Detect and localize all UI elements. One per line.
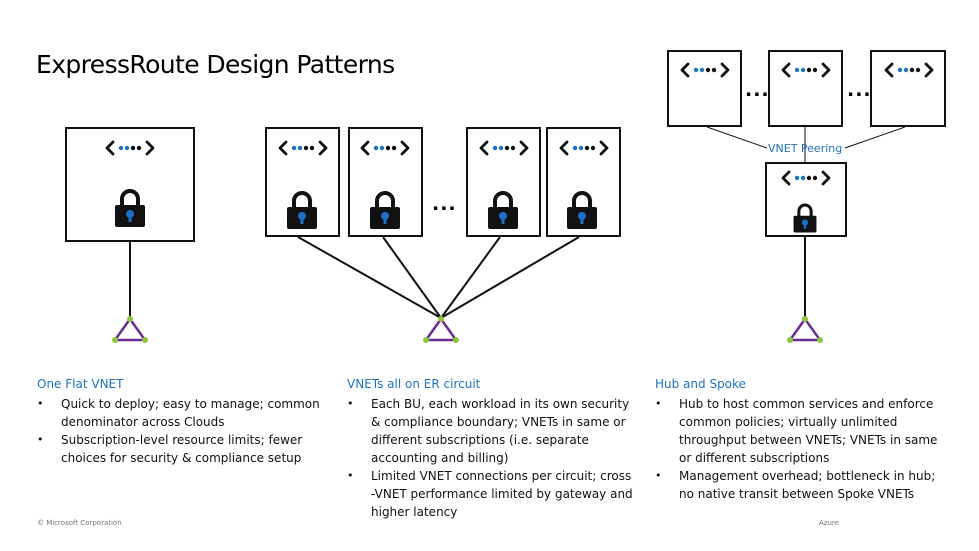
spoke-vnet-box-2 <box>768 50 843 127</box>
hub-spoke-heading: Hub and Spoke <box>655 377 746 391</box>
vnet-brackets-icon <box>559 140 609 156</box>
bullet-item: Hub to host common services and enforce … <box>655 395 945 467</box>
padlock-icon <box>287 191 317 229</box>
expressroute-circuit-icon <box>112 316 148 343</box>
er-vnet-box-2 <box>348 127 423 237</box>
er-circuit-bullets: Each BU, each workload in its own securi… <box>347 395 639 521</box>
er-ellipsis: ... <box>432 193 457 215</box>
bullet-item: Management overhead; bottleneck in hub; … <box>655 467 945 503</box>
vnet-brackets-icon <box>105 140 155 156</box>
spoke-vnet-box-1 <box>667 50 742 127</box>
spoke-ellipsis-2: ... <box>847 79 872 101</box>
vnet-brackets-icon <box>479 140 529 156</box>
padlock-icon <box>793 203 817 233</box>
bullet-item: Quick to deploy; easy to manage; common … <box>37 395 329 431</box>
vnet-brackets-icon <box>781 62 831 78</box>
vnet-brackets-icon <box>884 62 934 78</box>
vnet-brackets-icon <box>781 170 831 186</box>
er-circuit-heading: VNETs all on ER circuit <box>347 377 481 391</box>
padlock-icon <box>370 191 400 229</box>
bullet-item: Subscription-level resource limits; fewe… <box>37 431 329 467</box>
expressroute-circuit-icon <box>423 316 459 343</box>
hub-spoke-bullets: Hub to host common services and enforce … <box>655 395 945 503</box>
spoke-vnet-box-3 <box>870 50 946 127</box>
flat-vnet-heading: One Flat VNET <box>37 377 124 391</box>
padlock-icon <box>488 191 518 229</box>
vnet-brackets-icon <box>680 62 730 78</box>
page-title: ExpressRoute Design Patterns <box>36 50 395 79</box>
vnet-brackets-icon <box>360 140 410 156</box>
vnet-peering-label: VNET Peering <box>768 142 843 155</box>
spoke-ellipsis-1: ... <box>745 79 770 101</box>
padlock-icon <box>567 191 597 229</box>
vnet-brackets-icon <box>278 140 328 156</box>
flat-vnet-bullets: Quick to deploy; easy to manage; common … <box>37 395 329 467</box>
copyright-text: © Microsoft Corporation <box>37 519 122 527</box>
azure-brand-text: Azure <box>819 519 839 527</box>
padlock-icon <box>115 189 145 227</box>
bullet-item: Limited VNET connections per circuit; cr… <box>347 467 639 521</box>
expressroute-circuit-icon <box>787 316 823 343</box>
bullet-item: Each BU, each workload in its own securi… <box>347 395 639 467</box>
